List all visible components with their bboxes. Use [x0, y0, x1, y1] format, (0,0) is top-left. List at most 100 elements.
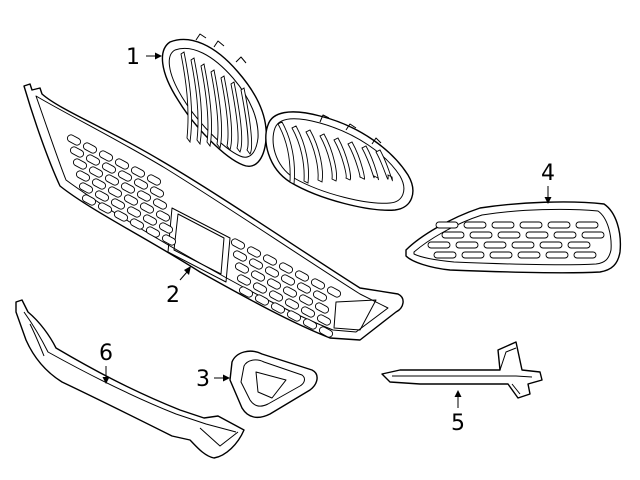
part-4-side-grille	[405, 201, 622, 274]
mesh-hole	[152, 198, 168, 210]
mesh-hole	[246, 246, 262, 258]
mesh-hole	[268, 290, 284, 302]
callout-1: 1	[126, 45, 140, 70]
mesh-hole	[78, 182, 94, 194]
mesh-hole	[302, 318, 318, 330]
mesh-hole	[236, 274, 252, 286]
mesh-hole	[72, 158, 88, 170]
mesh-hole	[461, 251, 485, 259]
grille-slat	[200, 63, 213, 148]
mesh-hole	[126, 206, 142, 218]
mesh-hole	[69, 146, 85, 158]
mesh-hole	[581, 231, 605, 239]
mesh-hole	[483, 241, 507, 249]
mesh-hole	[314, 302, 330, 314]
mesh-hole	[545, 251, 569, 259]
mesh-hole	[262, 254, 278, 266]
grille-slat	[220, 75, 233, 151]
grille-slat	[333, 137, 351, 181]
grille-slat	[347, 141, 365, 180]
mesh-hole	[155, 210, 171, 222]
grille-slat	[375, 149, 393, 182]
grille-slat	[210, 69, 223, 150]
mesh-hole	[120, 182, 136, 194]
mesh-hole	[136, 190, 152, 202]
mesh-hole	[110, 198, 126, 210]
part-6-lip-spoiler	[15, 299, 245, 459]
mesh-hole	[250, 270, 266, 282]
leader-4	[544, 186, 552, 204]
mesh-hole	[427, 241, 451, 249]
mesh-hole	[114, 158, 130, 170]
mesh-hole	[149, 186, 165, 198]
mesh-hole	[66, 134, 82, 146]
callout-5: 5	[451, 411, 465, 436]
mesh-hole	[455, 241, 479, 249]
mesh-hole	[318, 326, 334, 338]
grille-slat	[230, 81, 243, 153]
leader-6	[102, 366, 110, 384]
mesh-hole	[142, 214, 158, 226]
grille-slat	[361, 145, 379, 181]
mesh-hole	[282, 286, 298, 298]
mesh-hole	[316, 314, 332, 326]
grille-slat	[190, 57, 203, 146]
mesh-hole	[264, 266, 280, 278]
mesh-hole	[101, 162, 117, 174]
mesh-hole	[296, 282, 312, 294]
mesh-hole	[553, 231, 577, 239]
mesh-hole	[94, 190, 110, 202]
leader-5	[454, 390, 462, 408]
mesh-hole	[497, 231, 521, 239]
callout-2: 2	[166, 283, 180, 308]
leader-3	[214, 374, 230, 382]
mesh-hole	[158, 222, 174, 234]
mesh-hole	[85, 154, 101, 166]
part-2-lower-grille	[23, 83, 404, 341]
mesh-hole	[573, 251, 597, 259]
mesh-hole	[491, 221, 515, 229]
mesh-hole	[286, 310, 302, 322]
mesh-hole	[123, 194, 139, 206]
grille-slat	[277, 121, 295, 185]
mesh-hole	[294, 270, 310, 282]
grille-slat	[319, 133, 337, 182]
mesh-hole	[82, 142, 98, 154]
grille-slat	[180, 51, 193, 144]
mesh-hole	[248, 258, 264, 270]
mesh-hole	[525, 231, 549, 239]
mesh-hole	[88, 166, 104, 178]
mesh-hole	[146, 174, 162, 186]
mesh-hole	[139, 202, 155, 214]
mesh-hole	[519, 221, 543, 229]
callout-6: 6	[99, 341, 113, 366]
mesh-hole	[298, 294, 314, 306]
mesh-hole	[254, 294, 270, 306]
mesh-hole	[469, 231, 493, 239]
mesh-hole	[300, 306, 316, 318]
mesh-hole	[97, 202, 113, 214]
mesh-hole	[326, 286, 342, 298]
leader-1	[146, 52, 162, 60]
mesh-hole	[547, 221, 571, 229]
mesh-hole	[230, 238, 246, 250]
mesh-hole	[234, 262, 250, 274]
mesh-hole	[107, 186, 123, 198]
mesh-hole	[517, 251, 541, 259]
mesh-hole	[463, 221, 487, 229]
mesh-hole	[129, 218, 145, 230]
mesh-hole	[270, 302, 286, 314]
mesh-hole	[91, 178, 107, 190]
part-1-kidney-grille	[161, 33, 414, 211]
grille-slat	[305, 129, 323, 183]
mesh-hole	[312, 290, 328, 302]
mesh-hole	[284, 298, 300, 310]
mesh-hole	[435, 221, 459, 229]
callout-4: 4	[541, 161, 555, 186]
mesh-hole	[232, 250, 248, 262]
part-3-cover	[229, 350, 318, 419]
mesh-hole	[567, 241, 591, 249]
mesh-hole	[280, 274, 296, 286]
